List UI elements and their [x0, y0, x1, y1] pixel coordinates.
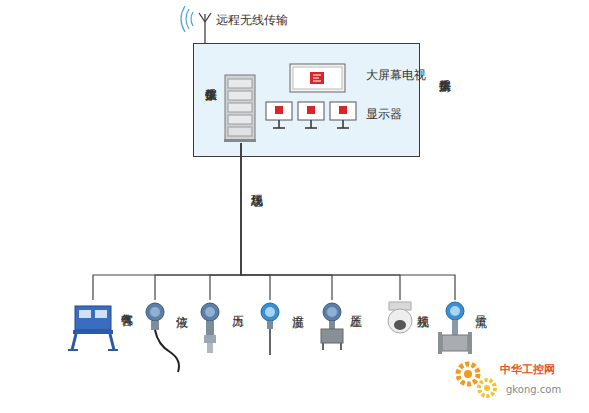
sensor-unit: 视频: [383, 300, 431, 355]
bus-connector: [155, 143, 241, 300]
monitor-symbol: [266, 102, 356, 128]
flow-meter-symbol: [438, 302, 472, 354]
bus-connector: [241, 143, 400, 300]
bus-connector: [210, 143, 241, 300]
camera-symbol: [388, 302, 412, 333]
watermark-logo: [458, 364, 495, 396]
node-text: 大屏幕电视: [366, 68, 426, 82]
temperature-transmitter-symbol: [261, 303, 279, 355]
collector-unit: 数据采集仪: [201, 73, 259, 143]
bus-connector: [241, 143, 332, 300]
cabinet-symbol: [224, 75, 256, 142]
level-transmitter-symbol: [146, 303, 179, 372]
antenna-symbol: [181, 6, 211, 43]
monitor-unit: 显示器: [263, 101, 413, 133]
pressure-transmitter-symbol: [201, 303, 219, 353]
bus-connector: [93, 143, 241, 300]
tv-unit: 大屏幕电视: [289, 63, 419, 95]
watermark-text: gkong.com: [506, 383, 561, 397]
sensor-unit: 温度: [258, 300, 306, 355]
sensor-unit: 压力: [198, 300, 246, 355]
tv-symbol: [290, 64, 345, 92]
gas-detector-symbol: [68, 306, 118, 350]
sensor-unit: 液位: [140, 300, 190, 375]
dp-transmitter-symbol: [321, 303, 343, 350]
node-text: 显示器: [366, 107, 402, 121]
sensor-unit: 压差: [318, 300, 366, 355]
sensor-unit: 有害气体: [68, 300, 136, 355]
antenna-label: 远程无线传输: [216, 13, 288, 27]
bus-connector: [241, 143, 455, 300]
watermark-text: 中华工控网: [500, 363, 555, 377]
sensor-unit: 流量: [438, 300, 488, 355]
bus-connector: [241, 143, 270, 300]
room-box: 数据采集房数据采集仪大屏幕电视显示器: [193, 43, 420, 157]
